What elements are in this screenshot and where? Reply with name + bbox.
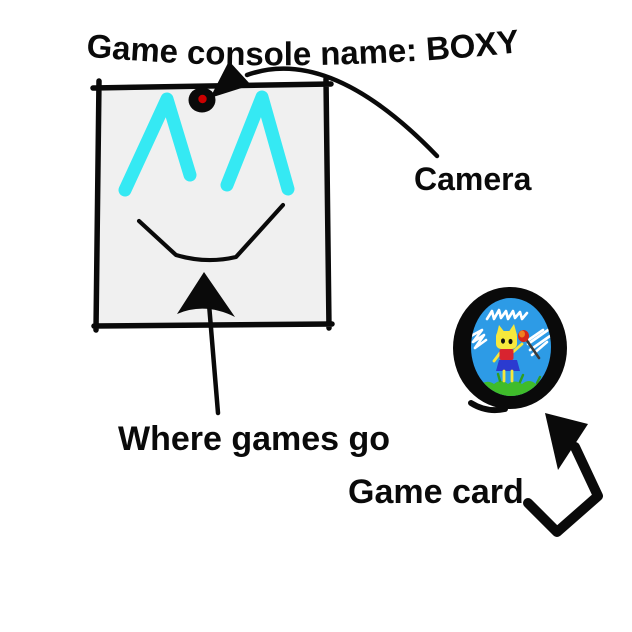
cat-right-eye — [508, 338, 513, 345]
console-body — [99, 86, 326, 324]
game-slot-arrowhead — [177, 272, 235, 317]
cat-left-arm — [492, 351, 502, 363]
cat-legs — [502, 369, 514, 383]
cat-head — [496, 331, 517, 349]
game-slot-pointer-line — [206, 301, 221, 416]
smile-mouth — [136, 202, 286, 263]
console-outline — [90, 76, 335, 333]
cat-shirt — [499, 349, 514, 360]
cloud-right-icon — [525, 328, 551, 357]
game-card-disc — [453, 287, 567, 414]
game-card-ring-smudge — [468, 400, 508, 414]
cloud-top-icon — [485, 308, 529, 321]
right-eye-icon — [220, 90, 295, 196]
cat-right-arm — [511, 342, 524, 354]
cat-left-eye — [501, 338, 505, 344]
game-card-label: Game card — [348, 473, 524, 511]
cat-character-icon — [492, 324, 541, 383]
game-card-arrowhead-icon — [545, 413, 588, 470]
console-box — [90, 76, 335, 333]
camera-annotation: Camera — [188, 61, 532, 197]
camera-led — [198, 94, 207, 104]
cloud-left-icon — [471, 328, 488, 350]
torch-flame-core — [519, 330, 525, 338]
game-slot-annotation: Where games go — [118, 301, 390, 458]
camera-pointer-curve — [244, 66, 440, 159]
camera-label: Camera — [414, 161, 532, 197]
left-eye-icon — [118, 92, 197, 197]
game-card-annotation: Game card — [348, 413, 603, 537]
camera-arrowhead-icon — [210, 61, 251, 98]
page-title: Game console name: BOXY — [85, 22, 520, 72]
game-card-pointer-zigzag — [523, 442, 603, 537]
game-slot-label: Where games go — [118, 420, 390, 458]
cat-skirt — [496, 360, 520, 371]
